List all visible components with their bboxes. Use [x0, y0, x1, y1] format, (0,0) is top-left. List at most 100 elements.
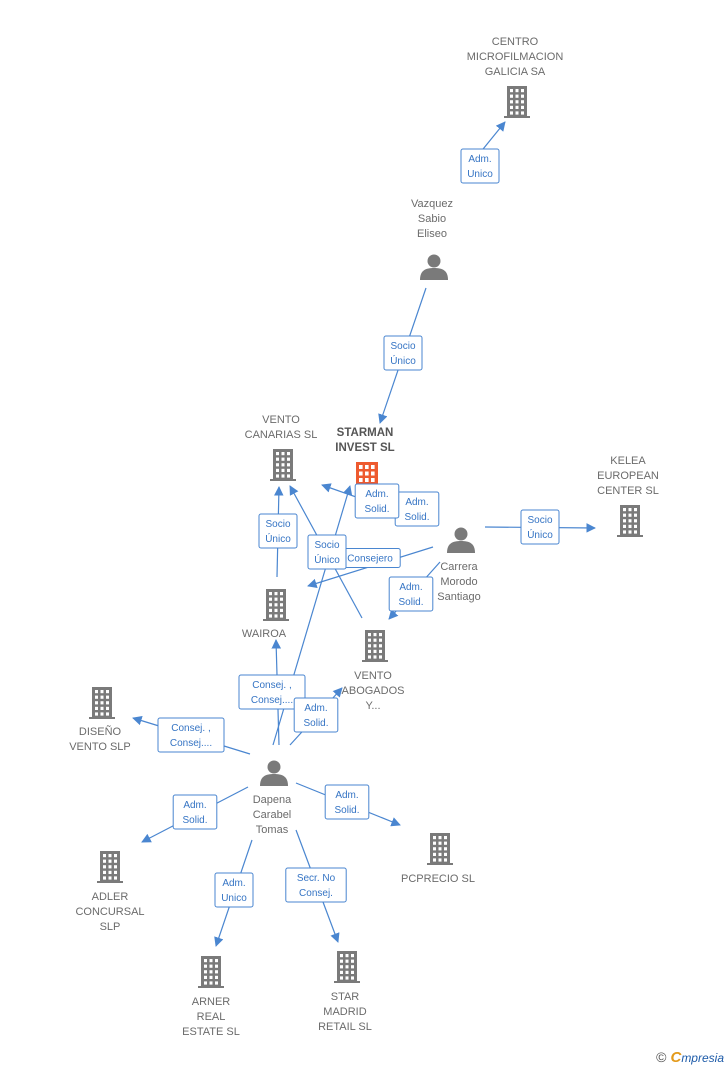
node-diseno[interactable]: DISEÑO VENTO SLP: [69, 687, 131, 753]
node-label-line: EUROPEAN: [597, 470, 659, 482]
edge-label[interactable]: Adm. Solid.: [354, 483, 400, 519]
edge-label[interactable]: Adm. Solid.: [172, 794, 218, 830]
person-icon: [420, 254, 448, 280]
node-label-line: Carrera: [440, 561, 478, 573]
edge-label[interactable]: Consejero: [339, 548, 401, 568]
edge-label-line: Único: [314, 553, 340, 566]
node-label-line: Carabel: [253, 809, 292, 821]
edge-label-line: Socio: [314, 540, 339, 551]
node-label-line: Vazquez: [411, 198, 453, 210]
edge-label-line: Consej. ,: [252, 680, 291, 691]
node-label-line: SLP: [100, 921, 121, 933]
edge-label[interactable]: Adm. Solid.: [388, 576, 434, 612]
node-label-line: Eliseo: [417, 228, 447, 240]
node-label-line: VENTO SLP: [69, 741, 131, 753]
edge-label-line: Adm.: [399, 582, 422, 593]
edge-label[interactable]: Consej. ,Consej....: [238, 674, 306, 710]
edge-label-line: Consej.: [299, 888, 333, 899]
person-icon: [260, 760, 288, 786]
edge-label-line: Consej. ,: [171, 723, 210, 734]
node-label-line: STARMAN: [337, 427, 394, 439]
building-icon: [198, 956, 224, 988]
node-wairoa[interactable]: WAIROA: [242, 589, 289, 640]
edge-label[interactable]: Consej. , Consej....: [157, 717, 225, 753]
edge-labels-layer: Adm.UnicoSocioÚnicoSocioÚnicoAdm.Solid.C…: [157, 148, 560, 908]
node-label-line: Morodo: [440, 576, 477, 588]
edge-label[interactable]: Adm. Solid.: [324, 784, 370, 820]
edge-label-line: Adm.: [183, 800, 206, 811]
edge-label-line: Solid.: [398, 597, 423, 608]
brand-name: mpresia: [681, 1051, 724, 1065]
edge-label-line: Adm.: [304, 703, 327, 714]
node-label-line: Tomas: [256, 824, 289, 836]
node-label-line: Dapena: [253, 794, 292, 806]
building-icon: [89, 687, 115, 719]
edge-label-line: Único: [527, 528, 553, 541]
node-kelea[interactable]: KELEA EUROPEAN CENTER SL: [597, 455, 659, 537]
edge-label-line: Solid.: [334, 805, 359, 816]
edge-label-line: Secr. No: [297, 873, 336, 884]
edge-label-line: Solid.: [404, 512, 429, 523]
edge-label[interactable]: Secr. No Consej.: [285, 867, 347, 903]
edge-label-line: Unico: [467, 169, 493, 180]
building-icon: [427, 833, 453, 865]
node-label-line: INVEST SL: [335, 442, 394, 454]
node-pcprecio[interactable]: PCPRECIO SL: [401, 833, 475, 885]
node-label-line: MADRID: [323, 1006, 366, 1018]
node-label-line: CONCURSAL: [75, 906, 144, 918]
edge-label-line: Adm.: [335, 790, 358, 801]
node-label-line: Sabio: [418, 213, 446, 225]
building-icon: [617, 505, 643, 537]
node-vento-abogados[interactable]: VENTOABOGADOSY...: [342, 630, 405, 712]
copyright-symbol: ©: [656, 1049, 667, 1065]
edge-label[interactable]: Adm.Unico: [214, 872, 254, 908]
footer-brand: ©Cmpresia: [656, 1049, 724, 1066]
node-label-line: ADLER: [92, 891, 129, 903]
node-label-line: VENTO: [262, 414, 300, 426]
edge-label-line: Socio: [265, 519, 290, 530]
node-label-line: GALICIA SA: [485, 66, 546, 78]
building-icon: [356, 462, 378, 484]
node-label-line: CENTER SL: [597, 485, 659, 497]
node-label-line: CANARIAS SL: [245, 429, 318, 441]
edge-label-line: Unico: [221, 893, 247, 904]
node-label-line: VENTO: [354, 670, 392, 682]
edge-label-line: Adm.: [468, 154, 491, 165]
node-label-line: Santiago: [437, 591, 480, 603]
edge-label[interactable]: Adm. Solid.: [293, 697, 339, 733]
brand-initial: C: [670, 1049, 682, 1066]
building-icon: [97, 851, 123, 883]
node-label-line: DISEÑO: [79, 725, 122, 738]
edge-label-line: Consejero: [347, 554, 393, 565]
edge-label-line: Solid.: [364, 504, 389, 515]
node-label-line: REAL: [197, 1011, 226, 1023]
node-label-line: RETAIL SL: [318, 1021, 372, 1033]
node-label-line: WAIROA: [242, 628, 287, 640]
edge-label-line: Solid.: [182, 815, 207, 826]
building-icon: [334, 951, 360, 983]
node-label-line: MICROFILMACION: [467, 51, 564, 63]
edge-label-line: Consej....: [170, 738, 212, 749]
node-adler[interactable]: ADLER CONCURSAL SLP: [75, 851, 145, 933]
node-label-line: KELEA: [610, 455, 646, 467]
edge-label[interactable]: Adm. Solid.: [394, 491, 440, 527]
edge-label-line: Adm.: [365, 489, 388, 500]
edge-label-line: Solid.: [303, 718, 328, 729]
edge-label[interactable]: Adm. Unico: [460, 148, 500, 184]
node-starman[interactable]: STARMAN INVEST SL: [335, 427, 395, 484]
node-vento-canarias[interactable]: VENTO CANARIAS SL: [245, 414, 318, 481]
edge-label-line: Adm.: [405, 497, 428, 508]
edge-label-line: Socio: [527, 515, 552, 526]
